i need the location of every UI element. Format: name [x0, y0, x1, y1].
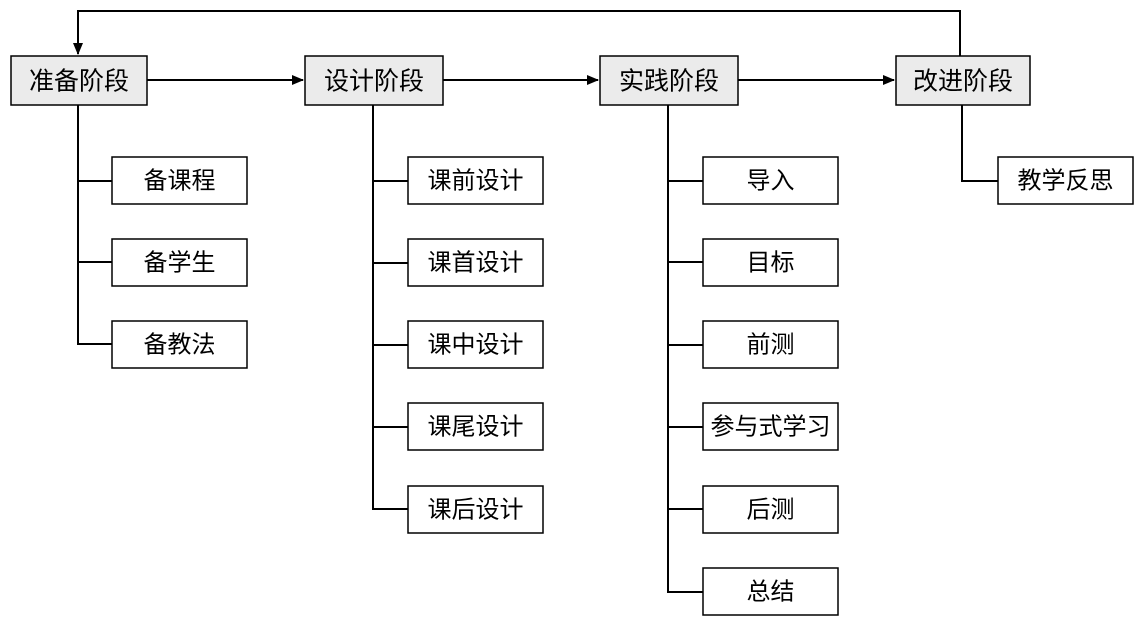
sub-box-prepare-2: 备教法 [111, 320, 248, 369]
sub-box-practice-1: 目标 [702, 238, 839, 287]
sub-box-design-2: 课中设计 [407, 320, 544, 369]
sub-label-prepare-0: 备课程 [144, 167, 216, 195]
trunk-practice [667, 105, 703, 593]
sub-label-design-4: 课后设计 [428, 496, 524, 524]
sub-box-design-0: 课前设计 [407, 156, 544, 205]
sub-label-design-2: 课中设计 [428, 331, 524, 359]
sub-box-practice-3: 参与式学习 [702, 402, 839, 451]
sub-box-design-3: 课尾设计 [407, 402, 544, 451]
phase-label-practice: 实践阶段 [619, 67, 719, 96]
sub-box-design-4: 课后设计 [407, 485, 544, 534]
phase-label-improve: 改进阶段 [913, 67, 1013, 96]
sub-box-practice-5: 总结 [702, 567, 839, 616]
sub-label-practice-0: 导入 [747, 167, 795, 195]
sub-label-practice-4: 后测 [747, 496, 795, 524]
sub-label-practice-2: 前测 [747, 331, 795, 359]
sub-box-prepare-0: 备课程 [111, 156, 248, 205]
phase-box-improve: 改进阶段 [895, 55, 1031, 106]
sub-label-practice-3: 参与式学习 [711, 413, 831, 441]
sub-label-practice-5: 总结 [747, 578, 795, 606]
trunk-design [372, 105, 408, 510]
sub-box-practice-2: 前测 [702, 320, 839, 369]
sub-label-design-0: 课前设计 [428, 167, 524, 195]
feedback-loop-arrow [73, 10, 961, 56]
trunk-improve [961, 105, 998, 182]
sub-label-prepare-1: 备学生 [144, 249, 216, 277]
sub-label-improve-0: 教学反思 [1018, 167, 1114, 195]
sub-box-prepare-1: 备学生 [111, 238, 248, 287]
phase-box-prepare: 准备阶段 [10, 55, 148, 106]
trunk-prepare [77, 105, 112, 345]
sub-label-design-1: 课首设计 [428, 249, 524, 277]
sub-box-improve-0: 教学反思 [997, 156, 1134, 205]
sub-label-design-3: 课尾设计 [428, 413, 524, 441]
phase-label-design: 设计阶段 [324, 67, 424, 96]
sub-box-design-1: 课首设计 [407, 238, 544, 287]
phase-box-design: 设计阶段 [304, 55, 444, 106]
sub-box-practice-4: 后测 [702, 485, 839, 534]
phase-label-prepare: 准备阶段 [29, 67, 129, 96]
sub-box-practice-0: 导入 [702, 156, 839, 205]
phase-box-practice: 实践阶段 [599, 55, 739, 106]
sub-label-prepare-2: 备教法 [144, 331, 216, 359]
sub-label-practice-1: 目标 [747, 249, 795, 277]
